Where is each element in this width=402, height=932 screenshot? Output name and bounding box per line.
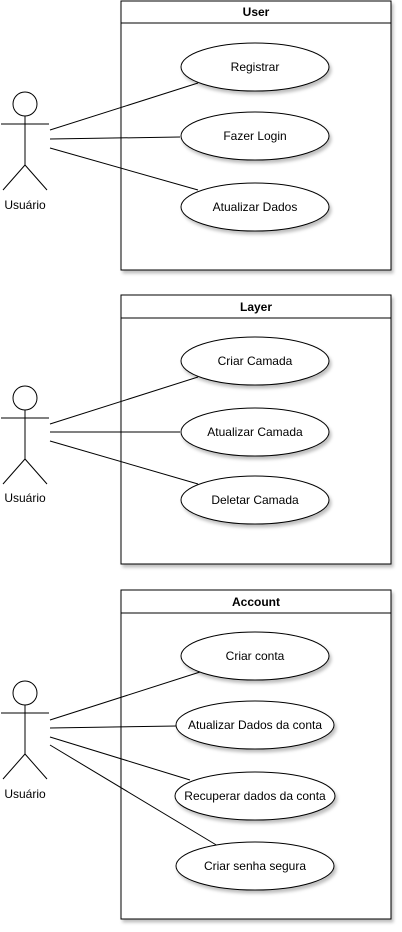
use-case: Deletar Camada xyxy=(180,475,330,525)
diagram-layer: Layer Usuário Criar Camada Atualizar Cam… xyxy=(1,294,392,565)
use-case-label: Atualizar Camada xyxy=(207,425,303,439)
actor-stick-figure xyxy=(1,385,49,485)
associations xyxy=(49,671,219,847)
actor-stick-figure xyxy=(1,91,49,191)
association-line xyxy=(49,82,199,131)
use-case-label: Criar senha segura xyxy=(204,859,306,873)
use-case: Recuperar dados da conta xyxy=(174,771,336,821)
association-line xyxy=(49,147,199,191)
actor-head xyxy=(12,680,38,706)
actor-leg-right xyxy=(24,753,48,780)
use-case-label: Atualizar Dados xyxy=(213,200,298,214)
use-case-ellipse xyxy=(175,841,335,891)
association-line xyxy=(49,744,219,847)
association-line xyxy=(49,736,191,781)
association-line xyxy=(49,440,199,485)
use-case-ellipse xyxy=(180,42,330,92)
use-case: Atualizar Dados da conta xyxy=(175,700,335,750)
use-case-ellipse xyxy=(180,111,330,161)
use-case-ellipse xyxy=(180,182,330,232)
use-case: Atualizar Dados xyxy=(180,182,330,232)
actor-label: Usuário xyxy=(4,198,46,212)
use-case: Atualizar Camada xyxy=(180,407,330,457)
use-case: Criar senha segura xyxy=(175,841,335,891)
actor-label: Usuário xyxy=(4,787,46,801)
use-case-ellipse xyxy=(174,771,336,821)
associations xyxy=(49,376,199,485)
use-case-ellipse xyxy=(180,407,330,457)
use-case-ellipse xyxy=(180,475,330,525)
use-case: Criar Camada xyxy=(180,336,330,386)
actor-leg-left xyxy=(2,753,26,780)
use-case-ellipse xyxy=(180,631,330,681)
actor-stick-figure xyxy=(1,680,49,780)
associations xyxy=(49,82,199,191)
diagram-account: Account Usuário Criar conta Atualizar Da… xyxy=(1,589,392,920)
use-case-label: Criar conta xyxy=(226,649,285,663)
actor-leg-right xyxy=(24,458,48,485)
actor-head xyxy=(12,385,38,411)
use-case-ellipse xyxy=(175,700,335,750)
association-line xyxy=(49,376,199,425)
actor-leg-right xyxy=(24,164,48,191)
use-case-label: Atualizar Dados da conta xyxy=(188,718,322,732)
actor-head xyxy=(12,91,38,117)
use-case-label: Deletar Camada xyxy=(211,493,299,507)
diagram-user: User Usuário Registrar Fazer Login Atu xyxy=(1,0,392,271)
use-case-label: Registrar xyxy=(231,60,280,74)
actor-leg-left xyxy=(2,458,26,485)
use-case-label: Criar Camada xyxy=(218,354,293,368)
system-title: Account xyxy=(232,595,280,609)
system-title: Layer xyxy=(240,300,272,314)
actor-label: Usuário xyxy=(4,491,46,505)
use-case: Fazer Login xyxy=(180,111,330,161)
association-line xyxy=(49,671,201,721)
association-line xyxy=(49,136,181,140)
system-title: User xyxy=(243,5,270,19)
actor-leg-left xyxy=(2,164,26,191)
use-case-ellipse xyxy=(180,336,330,386)
association-line xyxy=(49,725,178,729)
use-case-label: Fazer Login xyxy=(223,129,286,143)
use-case: Criar conta xyxy=(180,631,330,681)
use-case-label: Recuperar dados da conta xyxy=(184,789,326,803)
use-case: Registrar xyxy=(180,42,330,92)
